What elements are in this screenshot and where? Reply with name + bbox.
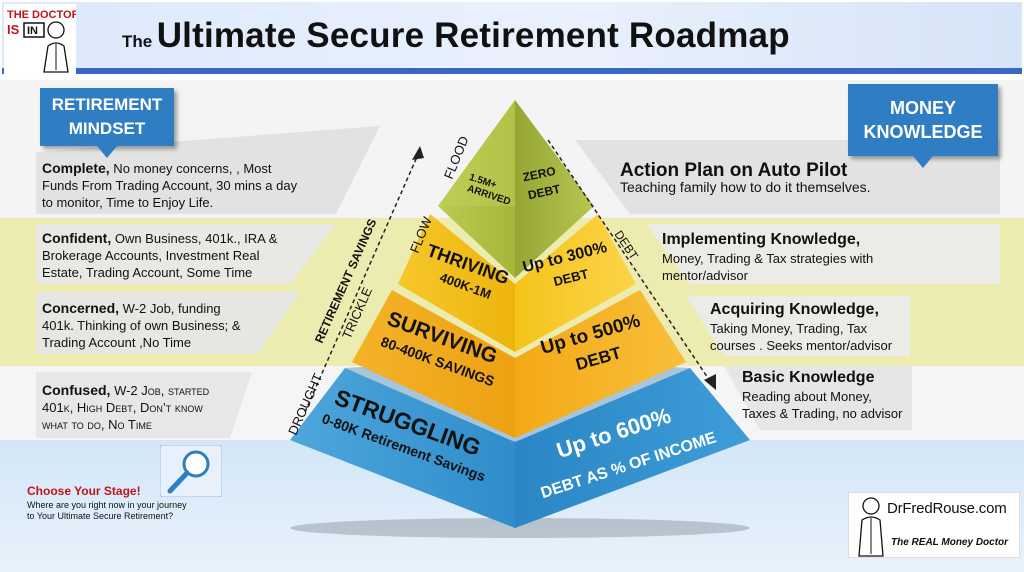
tier-arrived-debt-1: ZERO (521, 164, 557, 185)
doctor-logo-icon: THE DOCTOR IS IN (7, 9, 80, 73)
doctor-figure-icon (858, 497, 884, 557)
mindset-confused: Confused, W-2 Job, started 401k, High De… (42, 382, 210, 432)
magnifier-icon (160, 445, 222, 497)
mindset-concerned: Concerned, W-2 Job, funding 401k. Thinki… (42, 300, 241, 350)
tier-arrived-debt-2: DEBT (527, 182, 563, 203)
chevron-basic (724, 366, 912, 430)
mindset-complete-lead: Complete, (42, 160, 110, 176)
page-title: The Ultimate Secure Retirement Roadmap (122, 16, 922, 66)
savings-arrow-line (304, 149, 421, 413)
chevron-confident (36, 224, 336, 284)
knowledge-action-sub: Teaching family how to do it themselves. (620, 179, 871, 195)
tier-arrived (438, 100, 594, 278)
ribbon-mindset-line2: MINDSET (68, 119, 146, 138)
knowledge-acquiring-lead: Acquiring Knowledge, (710, 301, 879, 318)
knowledge-action-title: Action Plan on Auto Pilot (620, 160, 848, 181)
choose-stage-title: Choose Your Stage! (27, 484, 141, 498)
mindset-confident-lead: Confident, (42, 230, 112, 246)
ribbon-knowledge-line2: KNOWLEDGE (863, 122, 983, 142)
chevron-confused (36, 372, 252, 438)
chevron-action (575, 140, 1000, 214)
chevron-acquiring (686, 296, 910, 356)
knowledge-implementing-lead: Implementing Knowledge, (662, 231, 861, 248)
debt-arrowhead-icon (704, 374, 716, 390)
tier-surviving (352, 290, 686, 438)
ribbon-money-knowledge: MONEY KNOWLEDGE (848, 84, 998, 168)
knowledge-implementing: Implementing Knowledge, Money, Trading &… (662, 230, 922, 284)
mindset-complete: Complete, No money concerns, , Most Fund… (42, 160, 298, 210)
ribbon-retirement-mindset: RETIREMENT MINDSET (40, 88, 174, 158)
mindset-concerned-lead: Concerned, (42, 300, 120, 316)
brand-name: DrFredRouse.com (887, 500, 1007, 517)
brand-card: DrFredRouse.com The REAL Money Doctor (848, 492, 1020, 558)
logo-text-bottom: IS (7, 22, 20, 37)
title-prefix: The (122, 32, 153, 51)
knowledge-action: Action Plan on Auto Pilot Teaching famil… (620, 160, 920, 196)
brand-tagline: The REAL Money Doctor (891, 537, 1009, 548)
knowledge-basic-lead: Basic Knowledge (742, 369, 875, 386)
mindset-confident: Confident, Own Business, 401k., IRA & Br… (42, 230, 278, 280)
savings-arrowhead-icon (412, 146, 424, 160)
logo-text-top: THE DOCTOR (7, 9, 76, 21)
knowledge-acquiring: Acquiring Knowledge, Taking Money, Tradi… (710, 300, 910, 354)
mindset-confused-lead: Confused, (42, 382, 111, 398)
doctor-logo: THE DOCTOR IS IN (4, 4, 80, 74)
knowledge-basic: Basic Knowledge Reading about Money, Tax… (742, 368, 922, 422)
chevron-concerned (36, 292, 300, 354)
choose-stage-subtitle: Where are you right now in your journey … (27, 500, 187, 521)
tier-thriving (398, 214, 636, 352)
ribbon-mindset-line1: RETIREMENT (51, 95, 163, 114)
ribbon-knowledge-line1: MONEY (889, 98, 956, 118)
header-bar: THE DOCTOR IS IN The Ultimate Secure Ret… (2, 2, 1022, 74)
chevron-implementing (646, 224, 1000, 284)
chevron-complete (36, 126, 380, 214)
title-main: Ultimate Secure Retirement Roadmap (156, 16, 790, 55)
logo-sign: IN (27, 25, 38, 37)
